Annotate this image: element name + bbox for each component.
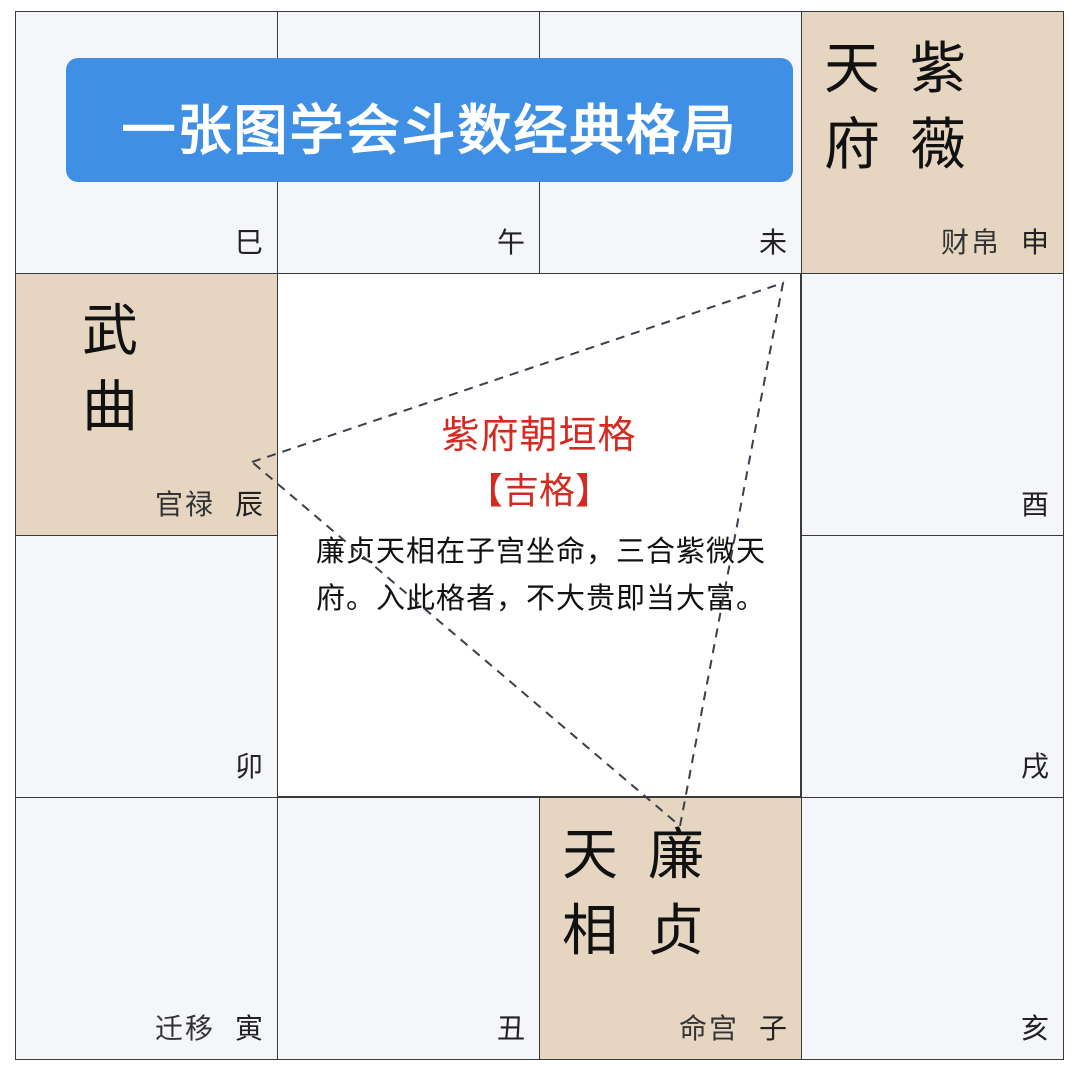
palace-cell-yin: 迁移 寅: [15, 797, 278, 1060]
star-name: 天府: [824, 37, 880, 178]
pattern-title: 紫府朝垣格: [441, 413, 637, 457]
branch-label: 卯: [234, 750, 263, 783]
palace-cell-xu: 戌: [801, 535, 1064, 798]
star-name: 廉贞: [648, 823, 704, 964]
title-text: 一张图学会斗数经典格局: [121, 99, 738, 162]
branch-label: 辰: [234, 488, 263, 521]
branch-label: 巳: [234, 226, 263, 259]
palace-name: 命宫: [678, 1012, 739, 1045]
star-name: 武曲: [82, 299, 138, 440]
branch-label: 戌: [1020, 750, 1049, 783]
title-banner: 一张图学会斗数经典格局: [66, 58, 793, 182]
palace-cell-you: 酉: [801, 273, 1064, 536]
branch-label: 申: [1020, 226, 1049, 259]
star-column-1: 武曲: [82, 294, 152, 446]
center-panel: 紫府朝垣格 【吉格】 廉贞天相在子宫坐命，三合紫微天府。入此格者，不大贵即当大富…: [277, 273, 801, 797]
palace-cell-shen: 天府 紫薇 财帛 申: [801, 11, 1064, 274]
branch-label: 午: [496, 226, 525, 259]
palace-cell-chen: 武曲 官禄 辰: [15, 273, 278, 536]
palace-cell-hai: 亥: [801, 797, 1064, 1060]
star-name: 紫薇: [910, 37, 966, 178]
star-column-2: 紫薇: [910, 32, 980, 184]
palace-cell-zi: 天相 廉贞 命宫 子: [539, 797, 802, 1060]
pattern-tag: 【吉格】: [466, 471, 611, 512]
palace-name: 迁移: [154, 1012, 215, 1045]
star-column-2: 廉贞: [648, 818, 718, 970]
star-name: 天相: [562, 823, 618, 964]
star-column-1: 天相: [562, 818, 632, 970]
branch-label: 寅: [234, 1012, 263, 1045]
palace-name: 财帛: [940, 226, 1001, 259]
ziwei-chart-board: 巳 午 未 天府 紫薇 财帛 申 武曲 官禄 辰 酉 卯 戌 迁移 寅 丑: [15, 11, 1064, 1060]
star-column-1: 天府: [824, 32, 894, 184]
pattern-description: 廉贞天相在子宫坐命，三合紫微天府。入此格者，不大贵即当大富。: [315, 534, 766, 615]
sanhe-triangle-path: [250, 281, 785, 828]
branch-label: 丑: [496, 1012, 525, 1045]
palace-name: 官禄: [154, 488, 215, 521]
branch-label: 子: [758, 1012, 787, 1045]
branch-label: 酉: [1020, 488, 1049, 521]
palace-cell-chou: 丑: [277, 797, 540, 1060]
sanhe-triangle: [250, 281, 785, 828]
branch-label: 未: [758, 226, 787, 259]
branch-label: 亥: [1020, 1012, 1049, 1045]
